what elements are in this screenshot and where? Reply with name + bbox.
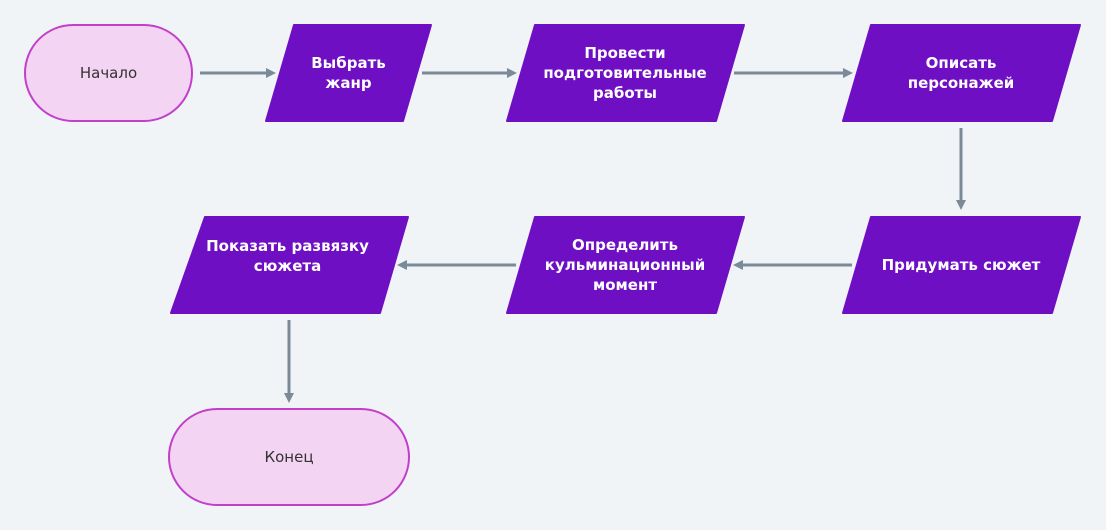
describe-characters-shape (842, 24, 1081, 122)
denouement-shape (170, 216, 409, 314)
preparation-shape (506, 24, 745, 122)
invent-plot-label: Придумать сюжет (881, 256, 1041, 274)
start-label: Начало (79, 64, 138, 82)
invent-plot-shape (842, 216, 1081, 314)
end-terminal-shape (168, 408, 410, 506)
climax-shape (506, 216, 745, 314)
end-label: Конец (264, 448, 314, 466)
choose-genre-shape (265, 24, 432, 122)
start-terminal-shape (24, 24, 193, 122)
